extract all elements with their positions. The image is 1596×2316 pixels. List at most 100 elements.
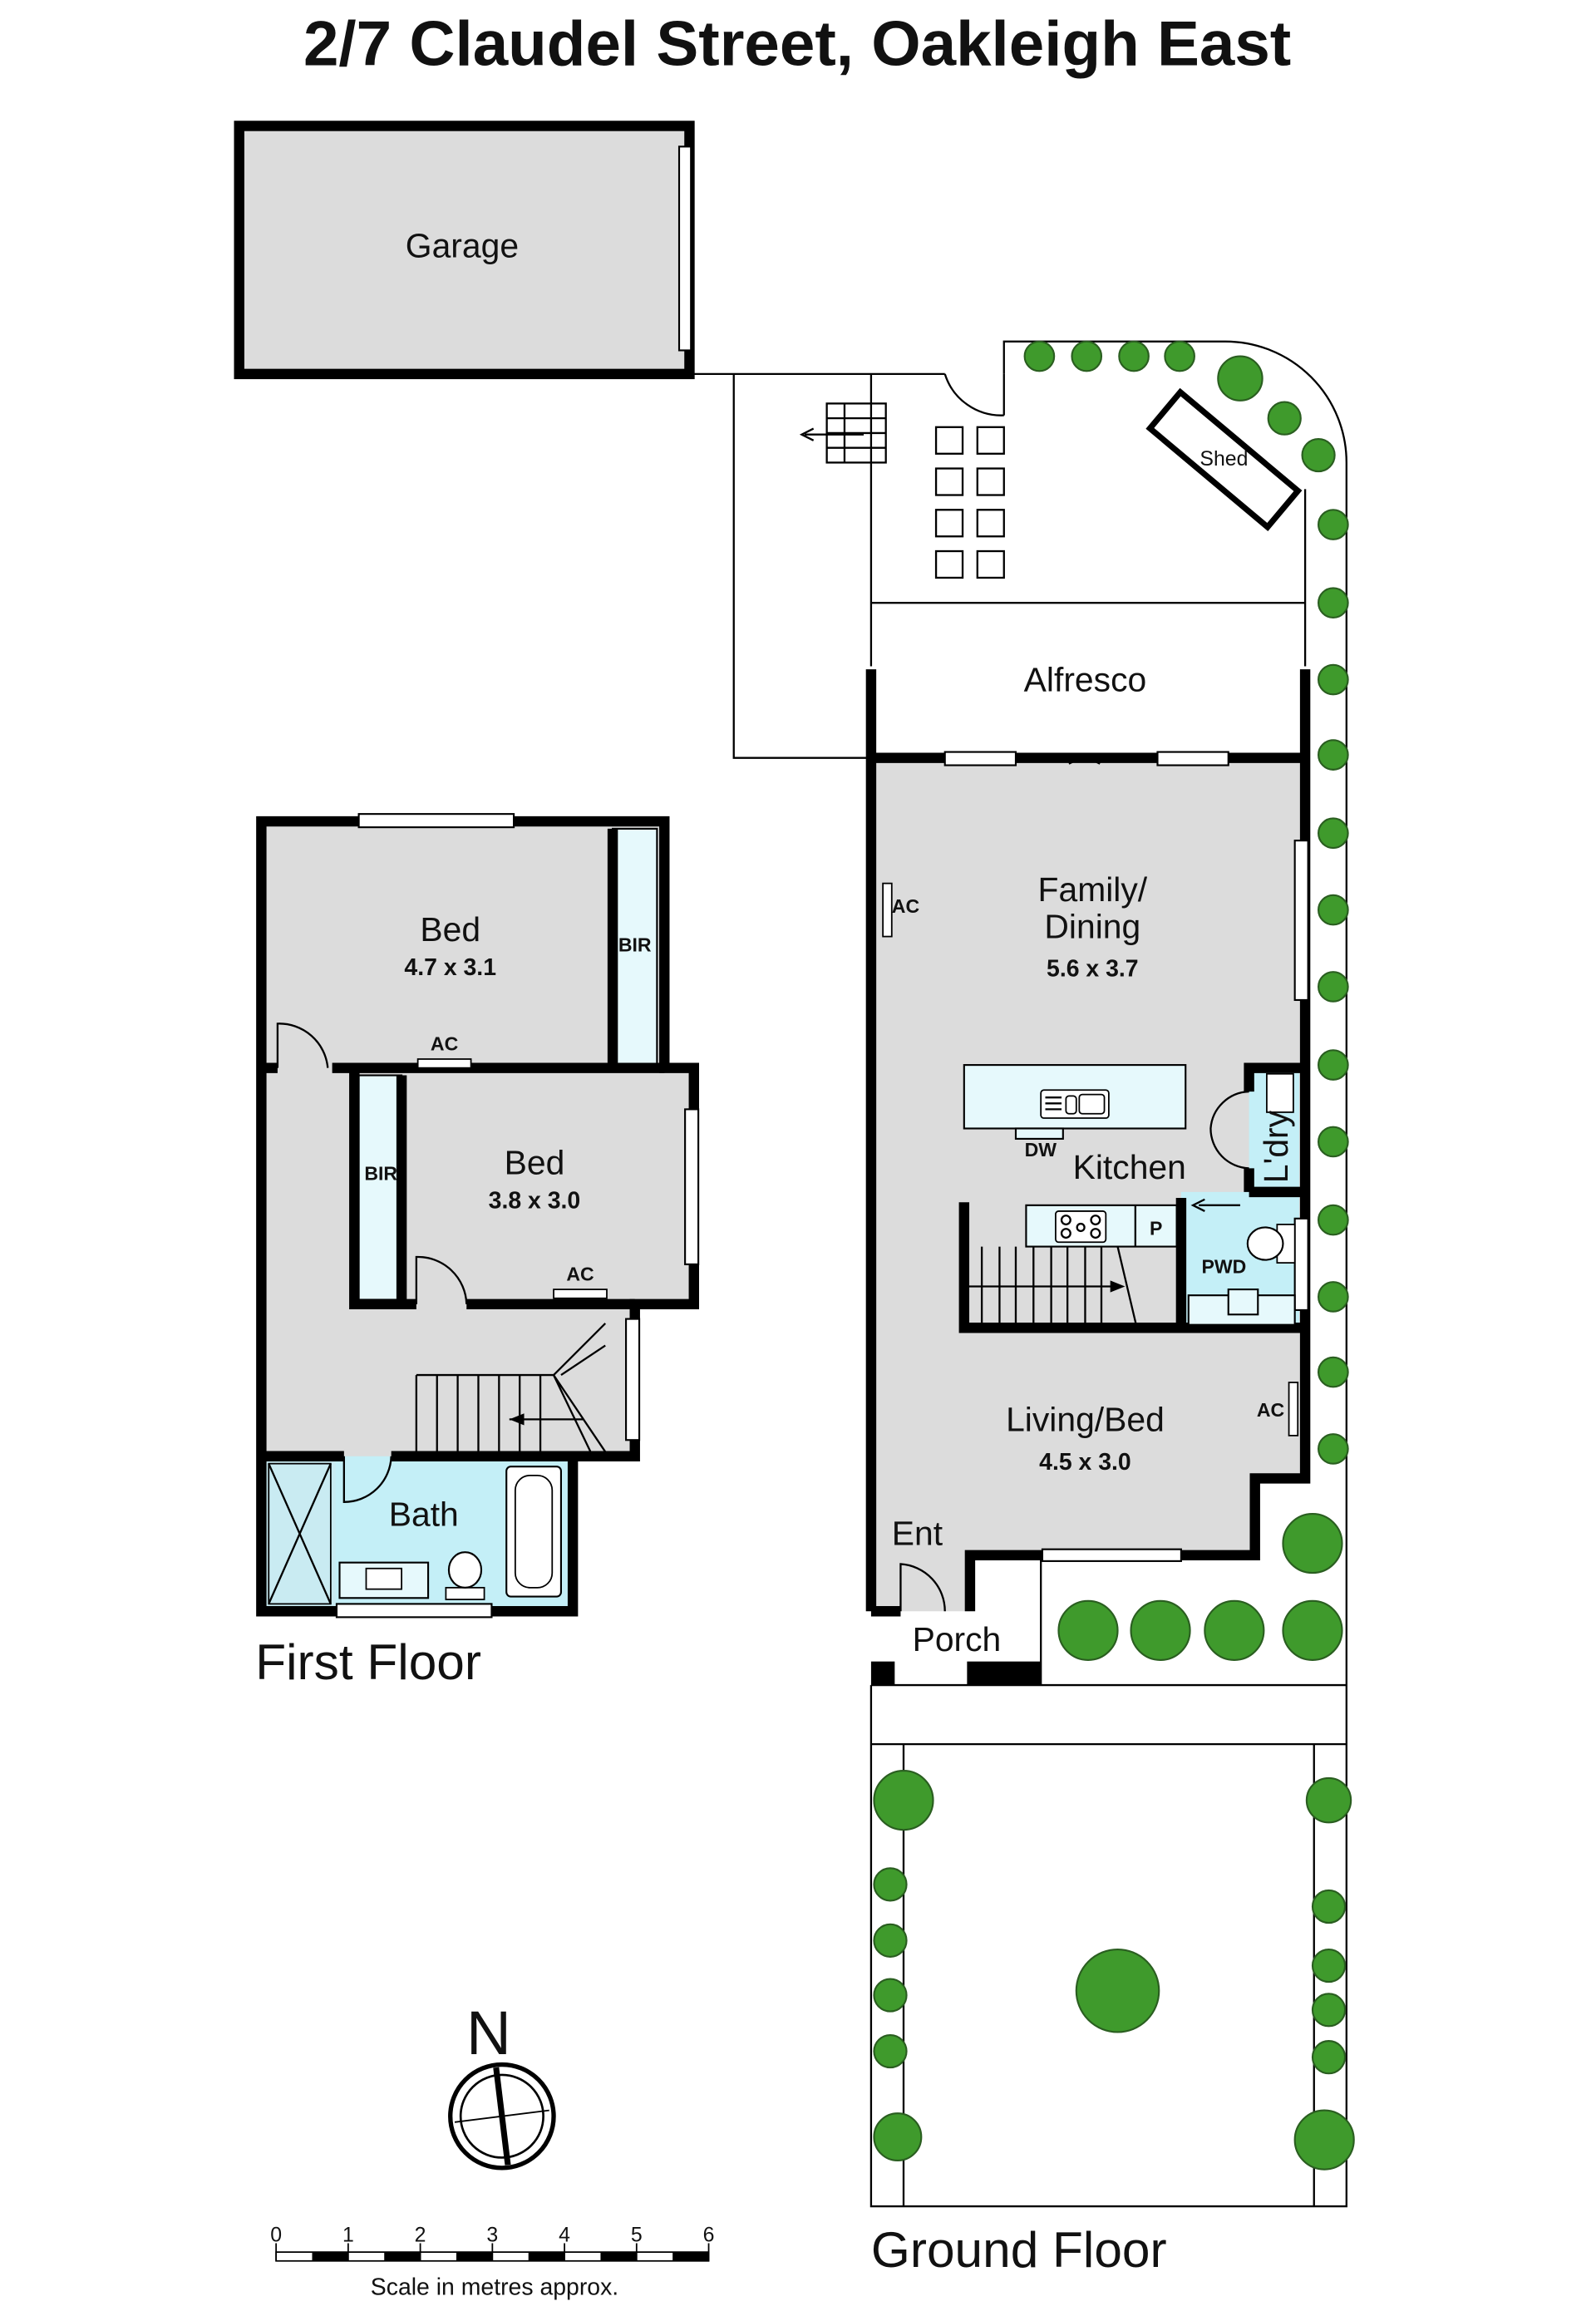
living-bed-dims: 4.5 x 3.0	[1039, 1449, 1131, 1476]
bed1-bir-label: BIR	[618, 934, 652, 955]
vanity-basin	[1227, 1289, 1259, 1316]
window	[1156, 751, 1229, 766]
shed	[1145, 387, 1303, 532]
sliding-door-arrows	[1024, 754, 1145, 765]
tree-icon	[1293, 2109, 1355, 2171]
tree-icon	[1204, 1599, 1265, 1661]
window	[357, 813, 515, 829]
window	[684, 1108, 700, 1265]
entry-door	[899, 1563, 946, 1612]
north-compass: N	[448, 1998, 556, 2171]
scale-tick-label: 0	[270, 2224, 282, 2247]
door-arrow	[1190, 1198, 1240, 1212]
scale-tick-label: 2	[415, 2224, 426, 2247]
tree-icon	[1311, 1993, 1347, 2028]
garden-trees	[873, 340, 1355, 2171]
scale-segment	[384, 2252, 421, 2261]
scale-tick-label: 4	[559, 2224, 570, 2247]
outdoor-table-chairs	[934, 426, 1005, 579]
tree-icon	[873, 2033, 908, 2069]
tree-icon	[1318, 1126, 1349, 1158]
tree-icon	[873, 1770, 934, 1831]
garage-door	[677, 145, 692, 352]
tree-icon	[1118, 340, 1150, 372]
tree-icon	[1282, 1512, 1343, 1574]
ground-floor-label: Ground Floor	[871, 2221, 1167, 2278]
tree-icon	[1318, 1204, 1349, 1236]
window	[1293, 1217, 1309, 1312]
dishwasher	[1014, 1127, 1064, 1140]
bed2-label: Bed	[505, 1144, 565, 1182]
tree-icon	[1311, 1948, 1347, 1983]
ac-label: AC	[892, 895, 920, 917]
tree-icon	[873, 2112, 923, 2162]
scale-tick-label: 3	[486, 2224, 498, 2247]
porch-label: Porch	[913, 1620, 1002, 1658]
tree-icon	[1318, 817, 1349, 850]
bed1-ac-label: AC	[431, 1032, 459, 1054]
family-dining-dims: 5.6 x 3.7	[1047, 956, 1139, 983]
laundry-tub	[1266, 1072, 1294, 1113]
tree-icon	[1318, 663, 1349, 696]
tree-icon	[1318, 1433, 1349, 1465]
bed2-bir-label: BIR	[364, 1163, 397, 1185]
tree-icon	[1318, 739, 1349, 771]
tree-icon	[1071, 340, 1103, 372]
tree-icon	[1311, 2040, 1347, 2075]
alfresco-label: Alfresco	[1024, 661, 1147, 699]
scale-tick-label: 5	[631, 2224, 643, 2247]
alfresco-area: Shed Alfresco	[689, 340, 1347, 2208]
tree-icon	[873, 1978, 908, 2013]
scale-segment	[600, 2252, 637, 2261]
pwd-label: PWD	[1201, 1256, 1246, 1278]
tree-icon	[1318, 971, 1349, 1003]
bir	[357, 1074, 403, 1301]
tree-icon	[1075, 1948, 1160, 2033]
tree-icon	[1217, 355, 1264, 402]
tree-icon	[1318, 509, 1349, 540]
scale-segment	[456, 2252, 493, 2261]
bathtub	[505, 1466, 562, 1598]
living-bed-label: Living/Bed	[1006, 1401, 1165, 1439]
steps	[799, 402, 887, 464]
scale-segment	[672, 2252, 709, 2261]
tree-icon	[1318, 587, 1349, 619]
tree-icon	[873, 1923, 908, 1958]
scale-tick-label: 1	[342, 2224, 354, 2247]
laundry-door	[1209, 1090, 1249, 1170]
staircase	[963, 1246, 1138, 1328]
tree-icon	[1282, 1599, 1343, 1661]
tree-icon	[1130, 1599, 1191, 1661]
kitchen-label: Kitchen	[1073, 1148, 1186, 1186]
scale-segment	[312, 2252, 348, 2261]
first-floor: Bed 4.7 x 3.1 BIR AC Bed 3.8 x 3.0 BIR A…	[255, 813, 700, 1690]
tree-icon	[1318, 1049, 1349, 1081]
toilet-icon	[445, 1551, 485, 1600]
garage: Garage	[234, 121, 695, 380]
ac-unit	[882, 882, 893, 938]
sink-icon	[1040, 1089, 1110, 1119]
scale-tick-label: 6	[703, 2224, 715, 2247]
staircase	[415, 1323, 607, 1453]
back-gate-door	[943, 373, 1005, 416]
tree-icon	[1164, 340, 1195, 372]
entry-label: Ent	[892, 1514, 943, 1552]
window	[1041, 1548, 1182, 1562]
bed2-ac-label: AC	[566, 1263, 594, 1284]
window	[943, 751, 1017, 766]
bed1-dims: 4.7 x 3.1	[404, 954, 496, 981]
tree-icon	[1023, 340, 1056, 372]
laundry-label: L'dry	[1257, 1110, 1295, 1183]
tree-icon	[1057, 1599, 1119, 1661]
tree-icon	[873, 1867, 908, 1902]
toilet-icon	[1246, 1224, 1296, 1264]
scale-segment	[528, 2252, 565, 2261]
window	[625, 1318, 641, 1441]
north-label: N	[466, 1998, 511, 2067]
tree-icon	[1318, 894, 1349, 926]
cooktop-icon	[1055, 1210, 1107, 1244]
shed-label: Shed	[1199, 447, 1248, 471]
tree-icon	[1301, 437, 1336, 473]
bath-label: Bath	[389, 1495, 459, 1533]
ac-label: AC	[1257, 1399, 1285, 1421]
